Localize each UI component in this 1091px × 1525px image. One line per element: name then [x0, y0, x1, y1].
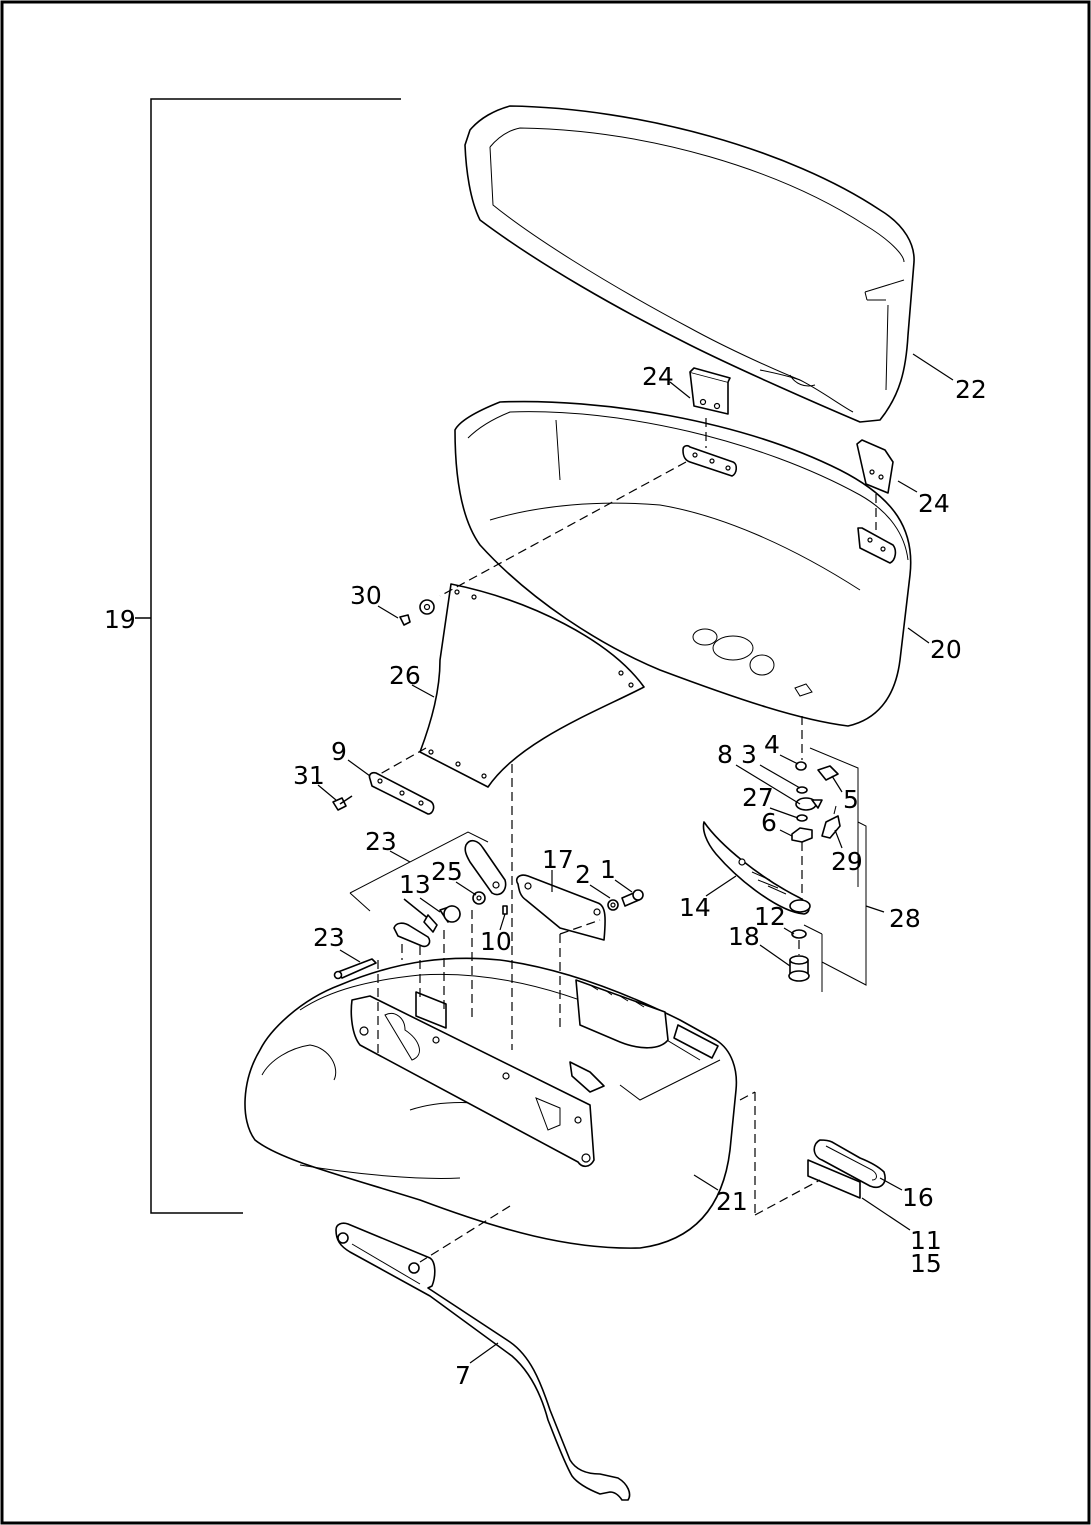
washer-part-27: [796, 814, 808, 822]
plate-part-9: [368, 771, 435, 815]
callout-24-top: 24: [642, 362, 674, 391]
callout-23-bottom: 23: [313, 923, 345, 952]
pin-part-23: [333, 958, 377, 980]
callout-4: 4: [764, 730, 780, 759]
washer-part-3: [796, 786, 808, 794]
callout-10: 10: [480, 927, 512, 956]
callout-7: 7: [455, 1361, 471, 1390]
oring-part-12: [791, 929, 807, 939]
callout-9: 9: [331, 737, 347, 766]
case-body-part-21: [244, 957, 738, 1249]
callout-27: 27: [742, 783, 774, 812]
assembly-bracket: [135, 98, 401, 1214]
pin-part-10: [502, 905, 508, 915]
hinge-part-24-a: [682, 367, 738, 477]
callout-2: 2: [575, 860, 591, 889]
callout-25: 25: [431, 857, 463, 886]
clip-part-5: [817, 765, 839, 781]
hinge-part-24-b: [856, 439, 897, 564]
handle-part-14: [702, 821, 811, 915]
callout-31: 31: [293, 761, 325, 790]
callout-30: 30: [350, 581, 382, 610]
callout-3: 3: [741, 740, 757, 769]
callout-5: 5: [843, 785, 859, 814]
tether-part-7: [335, 1222, 631, 1501]
callout-labels: 19 22 24 24 20 30 26 9 31 23 25 13 10 23…: [104, 362, 987, 1390]
callout-19: 19: [104, 605, 136, 634]
callout-18: 18: [728, 922, 760, 951]
latch-lever-part-23: [464, 839, 507, 896]
callout-24-right: 24: [918, 489, 950, 518]
latch-part-23-small: [393, 922, 431, 948]
callout-11: 11: [910, 1226, 942, 1255]
callout-23-top: 23: [365, 827, 397, 856]
washer-part-2: [607, 899, 619, 911]
callout-28: 28: [889, 904, 921, 933]
screw-washer-part-30: [399, 599, 435, 626]
key-part-29: [821, 805, 841, 839]
callout-26: 26: [389, 661, 421, 690]
callout-20: 20: [930, 635, 962, 664]
latch-outline-part-23: [349, 831, 489, 912]
lid-liner-part-22: [464, 105, 915, 423]
assembly-dash-lines: [377, 418, 877, 1263]
callout-6: 6: [761, 808, 777, 837]
cam-part-8: [795, 797, 823, 811]
callout-21: 21: [716, 1187, 748, 1216]
leader-lines: [317, 353, 954, 1364]
screw-part-31: [332, 795, 353, 811]
callout-14: 14: [679, 893, 711, 922]
callout-1: 1: [600, 855, 616, 884]
callout-16: 16: [902, 1183, 934, 1212]
callout-12: 12: [754, 902, 786, 931]
strap-part-26: [419, 583, 645, 788]
lock-group-part-28: [803, 747, 867, 992]
reflector-part-16: [813, 1139, 886, 1188]
callout-29: 29: [831, 847, 863, 876]
spring-part-13: [403, 898, 461, 933]
lid-shell-part-20: [454, 400, 912, 727]
nut-part-4: [795, 761, 807, 771]
callout-22: 22: [955, 375, 987, 404]
nut-part-6: [791, 827, 813, 843]
callout-15: 15: [910, 1249, 942, 1278]
cylinder-part-18: [788, 955, 810, 982]
callout-13: 13: [399, 870, 431, 899]
callout-17: 17: [542, 845, 574, 874]
bolt-part-1: [621, 889, 644, 907]
callout-8: 8: [717, 740, 733, 769]
bracket-part-17: [515, 874, 606, 941]
label-part-11-15: [807, 1159, 861, 1199]
